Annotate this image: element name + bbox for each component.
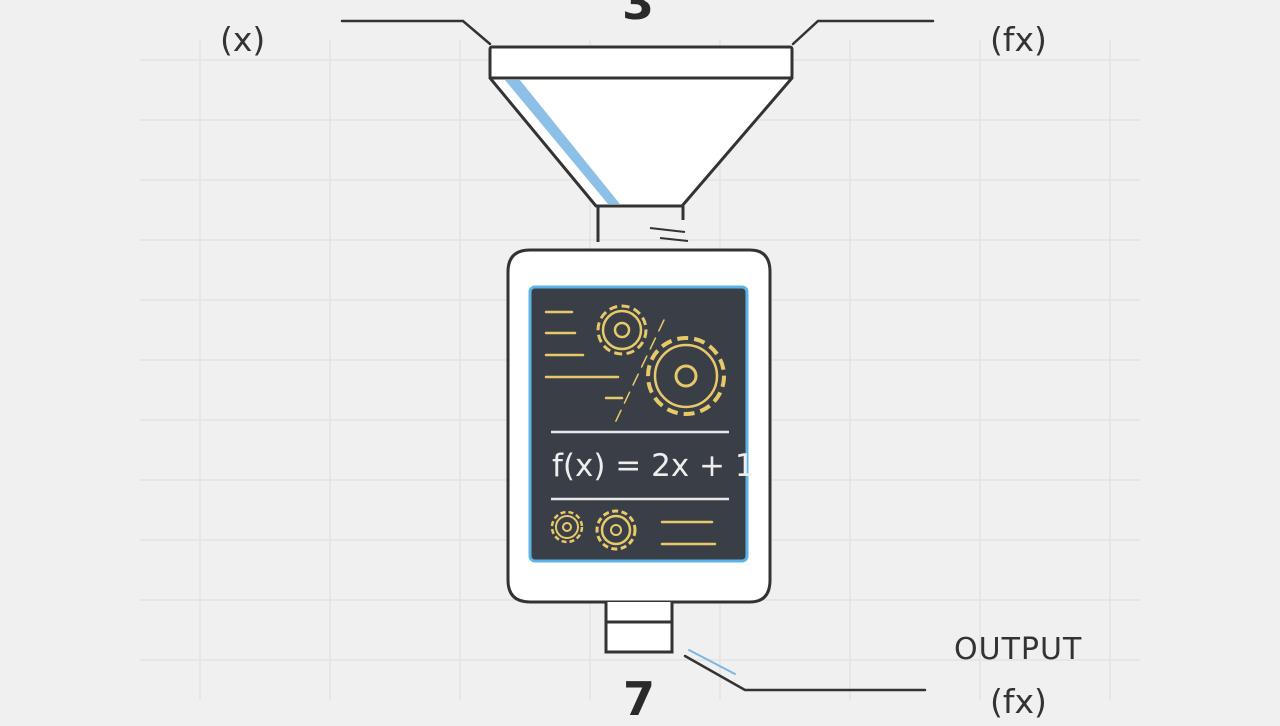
gear-icon <box>646 336 726 416</box>
output-label: OUTPUT <box>954 632 1083 667</box>
screen-dividers <box>551 430 729 501</box>
input-x-label: (x) <box>220 20 266 59</box>
leader-line-output <box>683 654 927 692</box>
funnel-icon <box>488 45 794 242</box>
output-value: 7 <box>623 672 656 726</box>
function-formula: f(x) = 2x + 1 <box>552 448 755 484</box>
screen-text-lines <box>544 310 717 546</box>
machine-screen <box>528 285 749 563</box>
output-fx-label: (fx) <box>990 682 1047 721</box>
leader-lines <box>340 19 935 692</box>
input-fx-label: (fx) <box>990 20 1047 59</box>
leader-line-right <box>791 19 935 46</box>
leader-line-left <box>340 19 492 46</box>
input-value: 3 <box>622 0 655 30</box>
gear-icon <box>596 304 648 356</box>
gear-icon <box>595 509 637 551</box>
machine-body <box>506 248 772 654</box>
gear-icon <box>550 510 584 544</box>
